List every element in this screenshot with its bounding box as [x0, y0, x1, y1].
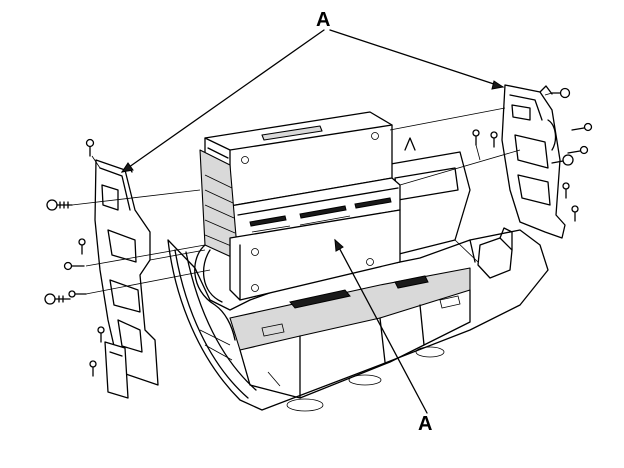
screw-right-5 [571, 205, 579, 222]
callout-label-top: A [316, 9, 331, 31]
audio-unit [194, 111, 401, 341]
callout-leaders [120, 29, 505, 414]
assembly-lines [71, 92, 553, 295]
callout-label-bottom: A [418, 413, 433, 435]
screw-right-3 [551, 154, 574, 166]
screw-left-1 [46, 199, 73, 211]
left-bracket [94, 159, 159, 399]
right-bracket [501, 84, 566, 239]
console-housing [167, 137, 549, 412]
screw-left-7 [89, 360, 97, 377]
screw-right-4 [562, 182, 570, 199]
screw-right-2 [567, 145, 589, 155]
screw-left-2 [78, 238, 86, 255]
screws [44, 87, 593, 377]
screw-mid-1 [472, 129, 480, 146]
screw-right-top [551, 87, 571, 99]
screw-left-3 [63, 261, 85, 271]
screw-right-1 [571, 122, 593, 132]
screw-left-4 [44, 293, 71, 305]
screw-mid-2 [490, 131, 498, 148]
screw-left-6 [97, 326, 105, 343]
screw-left-5 [68, 290, 87, 298]
screw-left-top [85, 138, 95, 157]
